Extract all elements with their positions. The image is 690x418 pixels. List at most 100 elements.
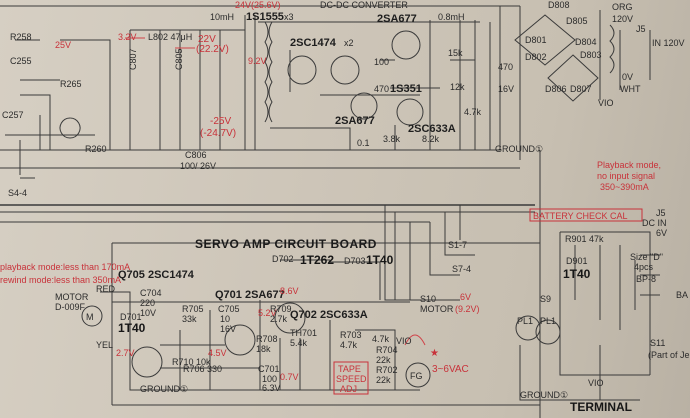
- l08m-label: 0.8mH: [438, 12, 465, 22]
- c806-value: 100/ 26V: [180, 161, 216, 171]
- r706-label: R706 330: [183, 364, 222, 374]
- q702-label: Q702 2SC633A: [290, 309, 368, 321]
- d702-part: 1T262: [300, 253, 334, 267]
- motor-model-label: D-009F: [55, 302, 86, 312]
- r_47k-servo-label: 4.7k: [372, 334, 390, 344]
- c705-voltage: 16V: [220, 324, 236, 334]
- yel-wire-label: YEL: [96, 340, 113, 350]
- fg-label: FG: [410, 371, 423, 381]
- vio-right-label: VIO: [588, 378, 604, 388]
- s10-motor-label: MOTOR: [420, 304, 454, 314]
- d801-label: D801: [525, 35, 547, 45]
- l802-label: L802 47μH: [148, 32, 192, 42]
- q-pair-label: 2SC1474: [290, 37, 337, 49]
- c807-label: C807: [128, 48, 138, 70]
- j5-right-label: J5: [656, 208, 666, 218]
- d803-label: D803: [580, 50, 602, 60]
- c704-value: 220: [140, 298, 155, 308]
- tape-label: TAPE: [338, 364, 361, 374]
- r82k-label: 8.2k: [422, 134, 440, 144]
- r901-label: R901 47k: [565, 234, 604, 244]
- r12k-label: 12k: [450, 82, 465, 92]
- wiring: [0, 5, 660, 418]
- r709-label: R709: [270, 304, 292, 314]
- bp8-label: BP-8: [636, 274, 656, 284]
- r703-value: 4.7k: [340, 340, 358, 350]
- c705-label: C705: [218, 304, 240, 314]
- rewind-current-note: rewind mode:less than 350mA: [0, 275, 121, 285]
- d805-label: D805: [566, 16, 588, 26]
- motor-label: MOTOR: [55, 292, 89, 302]
- v92-label: 9.2V: [248, 56, 267, 66]
- r704-value: 22k: [376, 355, 391, 365]
- adj-label: ADJ: [340, 384, 357, 394]
- r265-label: R265: [60, 79, 82, 89]
- r702-value: 22k: [376, 375, 391, 385]
- r01-label: 0.1: [357, 138, 370, 148]
- playback-mode-line3: 350~390mA: [600, 182, 649, 192]
- ground1-right-label: GROUND①: [520, 390, 568, 400]
- playback-current-note: playback mode:less than 170mA: [0, 262, 130, 272]
- s10-label: S10: [420, 294, 436, 304]
- r704-label: R704: [376, 345, 398, 355]
- c701-voltage: 6.3V: [262, 383, 281, 393]
- d701-label: D701: [120, 312, 142, 322]
- size-pcs-label: 4pcs: [634, 262, 654, 272]
- v27-label: 2.7V: [116, 348, 135, 358]
- q-a-label: 2SA677: [377, 13, 417, 25]
- d901-part: 1T40: [563, 267, 591, 281]
- r38k-label: 3.8k: [383, 134, 401, 144]
- v07-label: 0.7V: [280, 372, 299, 382]
- d702-label: D702: [272, 254, 294, 264]
- ac-voltage-label: 3~6VAC: [432, 364, 469, 375]
- v92-servo-label: (9.2V): [455, 304, 480, 314]
- r710-label: R710 10k: [172, 357, 211, 367]
- converter-label: DC-DC CONVERTER: [320, 0, 408, 10]
- v25-label: 25V: [55, 40, 71, 50]
- wht-label: WHT: [620, 84, 641, 94]
- playback-mode-line1: Playback mode,: [597, 160, 661, 170]
- c701-label: C701: [258, 364, 280, 374]
- converter-section: R258 25V R265 R260 C255 C257 S4-4 3.2V L…: [2, 0, 685, 198]
- star-mark: ★: [430, 348, 439, 359]
- vneg25-label: -25V: [210, 116, 231, 127]
- d701-part: 1T40: [118, 321, 146, 335]
- c705-value: 10: [220, 314, 230, 324]
- v32-label: 3.2V: [118, 32, 137, 42]
- battery-section: S1-7 S7-4 Playback mode, no input signal…: [430, 160, 690, 414]
- s74-label: S7-4: [452, 264, 471, 274]
- r705-label: R705: [182, 304, 204, 314]
- v22-label: 22V: [198, 34, 216, 45]
- org-label: ORG: [612, 2, 633, 12]
- terminal-label: TERMINAL: [570, 400, 632, 414]
- playback-mode-line2: no input signal: [597, 171, 655, 181]
- s17-label: S1-7: [448, 240, 467, 250]
- s9-label: S9: [540, 294, 551, 304]
- vneg247-label: (-24.7V): [200, 128, 236, 139]
- battery-check-box: [529, 208, 643, 222]
- servo-board-title: SERVO AMP CIRCUIT BOARD: [195, 237, 377, 251]
- v52-label: 5.2V: [258, 308, 277, 318]
- d802-label: D802: [525, 52, 547, 62]
- c255-label: C255: [10, 56, 32, 66]
- r709-value: 2.7k: [270, 314, 288, 324]
- q-b-label: 2SA677: [335, 115, 375, 127]
- d804-label: D804: [575, 37, 597, 47]
- motor-symbol: M: [86, 312, 94, 322]
- r705-value: 33k: [182, 314, 197, 324]
- r47k-label: 4.7k: [464, 107, 482, 117]
- d703-part: 1T40: [366, 253, 394, 267]
- size-d-label: Size "D": [630, 252, 663, 262]
- th701-value: 5.4k: [290, 338, 308, 348]
- speed-label: SPEED: [336, 374, 367, 384]
- v24-label: 24V(25.6V): [235, 0, 281, 10]
- s44-label: S4-4: [8, 188, 27, 198]
- r258-label: R258: [10, 32, 32, 42]
- v86-label: 8.6V: [280, 286, 299, 296]
- in120v-label: IN 120V: [652, 38, 685, 48]
- transformer-label: 1S1555: [246, 11, 284, 23]
- pl1-label-b: PL1: [540, 316, 556, 326]
- v120-label: 120V: [612, 14, 633, 24]
- d808-label: D808: [548, 0, 570, 10]
